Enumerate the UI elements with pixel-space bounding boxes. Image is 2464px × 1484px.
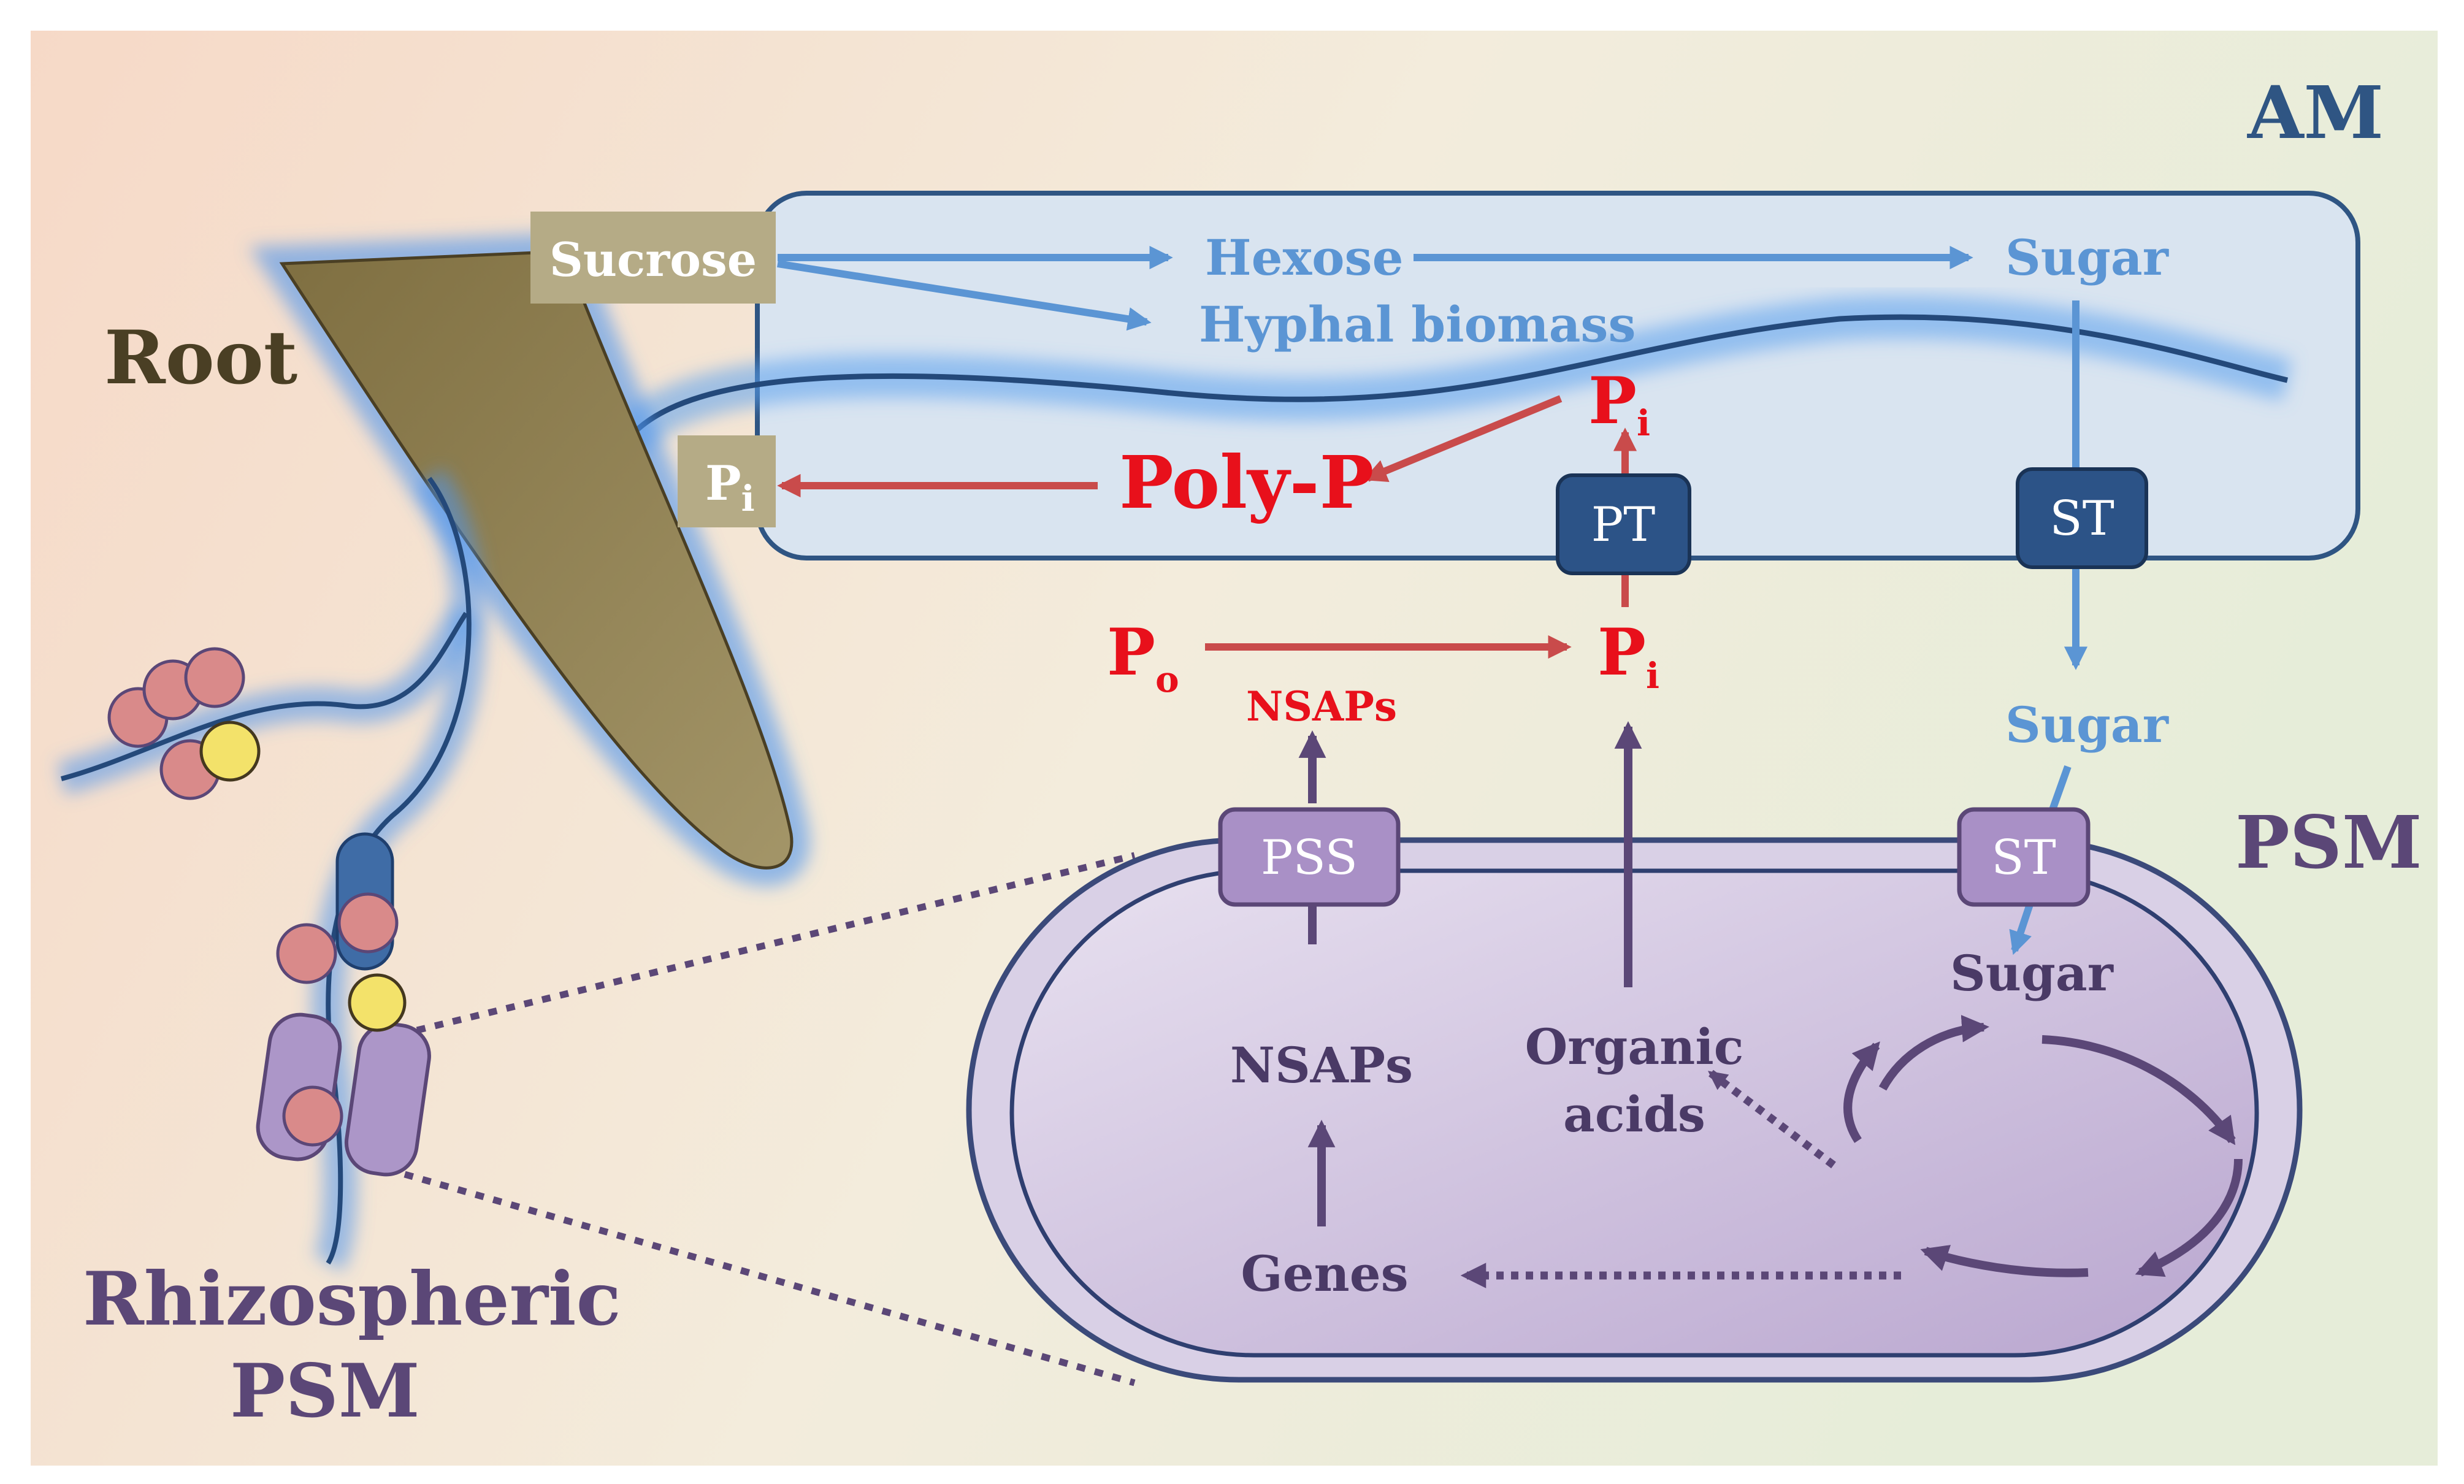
purple-arrows <box>1298 721 1642 1226</box>
red-arrows <box>777 395 1637 659</box>
pi-box-label: Pi <box>705 456 755 519</box>
rhizospheric-label-line1: Rhizospheric <box>83 1256 621 1342</box>
st-am-label: ST <box>2049 491 2114 546</box>
sugar-psm-label: Sugar <box>1950 944 2114 1002</box>
zoom-lines <box>404 852 1136 1386</box>
blue-arrows <box>777 245 2088 955</box>
organic-acids-label-line2: acids <box>1563 1085 1705 1143</box>
nsaps-inner-label: NSAPs <box>1230 1036 1413 1094</box>
st-transporter-am <box>2016 467 2148 569</box>
sugar-mid-label: Sugar <box>2005 696 2169 754</box>
sucrose-box <box>530 212 776 304</box>
pss-transporter <box>1218 807 1401 907</box>
hexose-label: Hexose <box>1205 229 1403 286</box>
poly-p-label: Poly-P <box>1119 440 1374 525</box>
nsaps-secreted-label: NSAPs <box>1246 683 1397 730</box>
am-hypha <box>610 314 2289 467</box>
spore-cluster-lower <box>276 892 407 1147</box>
spore-cluster-upper <box>107 647 261 800</box>
psm-cell-inner <box>1009 868 2259 1358</box>
psm-label: PSM <box>2235 800 2422 885</box>
organic-acids-label-line1: Organic <box>1525 1018 1744 1076</box>
rhizospheric-label-line2: PSM <box>230 1348 420 1434</box>
metabolic-cycle <box>1843 1015 2243 1277</box>
st-psm-label: ST <box>1991 830 2056 885</box>
pi-upper-label: Pi <box>1588 362 1650 444</box>
pi-box <box>678 435 776 527</box>
root-label: Root <box>104 315 297 401</box>
am-label: AM <box>2247 70 2384 155</box>
pt-label: PT <box>1591 497 1656 553</box>
sucrose-label: Sucrose <box>549 232 757 287</box>
purple-dotted-arrows <box>1460 1069 1901 1288</box>
sugar-am-label: Sugar <box>2005 229 2169 286</box>
po-label: Po <box>1107 614 1179 700</box>
st-transporter-psm <box>1957 807 2091 907</box>
pt-transporter <box>1556 473 1691 575</box>
hyphal-biomass-label: Hyphal biomass <box>1199 296 1636 353</box>
pi-lower-label: Pi <box>1597 614 1659 697</box>
pss-label: PSS <box>1261 830 1358 885</box>
genes-label: Genes <box>1241 1245 1408 1302</box>
